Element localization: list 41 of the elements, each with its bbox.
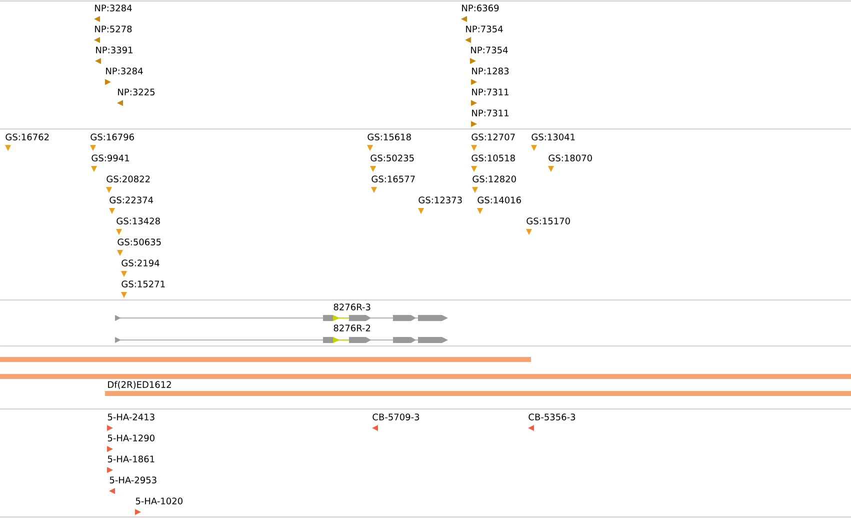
feature-label: NP:7354: [471, 46, 508, 54]
feature-label: 5-HA-1020: [136, 498, 182, 504]
feature-label: GS:20822: [106, 176, 150, 182]
feature-label: GS:13041: [532, 134, 575, 140]
feature-label: GS:9941: [92, 154, 129, 162]
feature-label: GS:15618: [368, 134, 411, 140]
feature-label: NP:3225: [118, 88, 154, 96]
feature-label: NP:6369: [462, 4, 499, 12]
feature-label: 8276R-2: [334, 324, 370, 332]
feature-label: GS:14016: [478, 196, 521, 204]
feature-label: NP:3284: [95, 4, 132, 12]
feature-label: GS:12820: [472, 176, 516, 182]
feature-label: GS:10518: [472, 154, 515, 162]
feature-label: GS:50635: [118, 238, 161, 246]
feature-label: GS:50235: [370, 154, 414, 162]
feature-label: NP:1283: [472, 68, 509, 74]
feature-label: GS:12373: [418, 196, 462, 204]
feature-label: 5-HA-2953: [110, 476, 156, 484]
feature-label: 5-HA-1861: [108, 456, 154, 462]
feature-label: NP:3391: [96, 46, 132, 54]
feature-label: GS:2194: [122, 260, 160, 266]
feature-label: GS:22374: [110, 196, 154, 204]
feature-label: CB-5709-3: [372, 414, 420, 420]
feature-label: NP:3284: [106, 68, 143, 74]
feature-label: GS:16796: [90, 134, 134, 140]
feature-label: NP:5278: [95, 26, 132, 32]
feature-label: 5-HA-1290: [108, 434, 154, 442]
feature-label: GS:15271: [122, 280, 165, 288]
feature-label: NP:7311: [472, 110, 508, 116]
feature-label: GS:16577: [372, 176, 415, 182]
feature-label: Df(2R)ED1612: [108, 380, 171, 389]
feature-label: NP:7354: [466, 26, 503, 32]
feature-label: GS:12707: [472, 134, 515, 140]
feature-label: 5-HA-2413: [108, 414, 154, 420]
feature-label: GS:13428: [116, 218, 160, 224]
feature-label: GS:18070: [548, 154, 592, 162]
feature-label: GS:16762: [6, 134, 49, 140]
feature-label: GS:15170: [526, 218, 570, 224]
feature-label: 8276R-3: [334, 304, 370, 310]
feature-label: CB-5356-3: [528, 414, 576, 420]
feature-label: NP:7311: [472, 88, 508, 96]
